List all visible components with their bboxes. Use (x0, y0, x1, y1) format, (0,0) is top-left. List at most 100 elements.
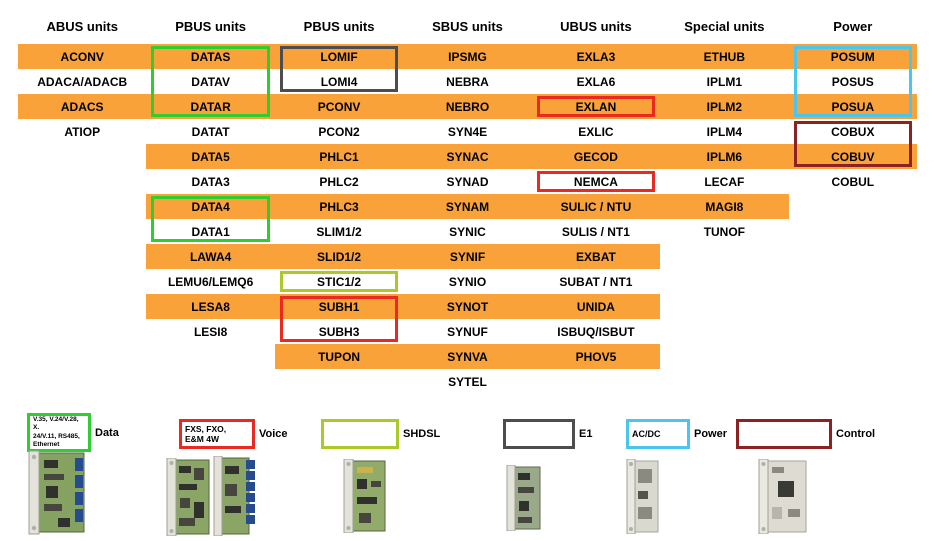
legend-box-power: AC/DC (626, 419, 690, 449)
unit-cell: SLIM1/2 (316, 224, 362, 239)
unit-cell: ACONV (60, 49, 104, 64)
unit-cell: PHLC1 (319, 149, 359, 164)
unit-cell: SYNIC (449, 224, 486, 239)
column-header-1: ABUS units (46, 19, 118, 34)
unit-cell: NEMCA (573, 174, 618, 189)
legend-box-text: E&M 4W (185, 434, 219, 444)
unit-cell: TUNOF (703, 224, 746, 239)
legend-box-voice: FXS, FXO,E&M 4W (179, 419, 255, 449)
unit-cell: EXLA3 (576, 49, 616, 64)
legend-label: E1 (579, 428, 593, 440)
unit-cell: SYNAD (446, 174, 489, 189)
unit-cell: LECAF (704, 174, 745, 189)
column-header-7: Power (833, 19, 873, 34)
unit-cell: ATIOP (64, 124, 101, 139)
unit-cell: PHOV5 (575, 349, 617, 364)
legend-box-control (736, 419, 832, 449)
unit-cell: SYNIO (448, 274, 487, 289)
unit-cell: DATAT (191, 124, 230, 139)
unit-cell: SUBH3 (318, 324, 360, 339)
unit-cell: COBUL (831, 174, 875, 189)
unit-cell: POSUS (831, 74, 874, 89)
unit-cell: DATAR (190, 99, 231, 114)
unit-cell: SYNAC (446, 149, 489, 164)
legend-item-voice: FXS, FXO,E&M 4W Voice (179, 419, 288, 449)
unit-cell: SYNAM (445, 199, 490, 214)
unit-cell: NEBRO (445, 99, 490, 114)
legend-label: Data (95, 426, 119, 439)
unit-cell: COBUV (831, 149, 875, 164)
unit-cell: DATA1 (191, 224, 230, 239)
pcb-photo-e1 (506, 465, 541, 531)
unit-cell: SYNUF (447, 324, 488, 339)
unit-cell: EXLA6 (576, 74, 616, 89)
column-header-4: SBUS units (432, 19, 503, 34)
pcb-photo-voice-1 (166, 458, 210, 536)
unit-cell: LESI8 (193, 324, 228, 339)
unit-cell: MAGI8 (705, 199, 744, 214)
legend-label: Voice (259, 428, 288, 440)
unit-cell: EXBAT (576, 249, 616, 264)
unit-cell: LESA8 (191, 299, 230, 314)
unit-cell: COBUX (831, 124, 875, 139)
unit-cell: EXLAN (575, 99, 617, 114)
unit-cell: IPLM1 (706, 74, 743, 89)
pcb-photo-shdsl (343, 459, 386, 533)
unit-cell: EXLIC (578, 124, 614, 139)
unit-cell: DATAV (191, 74, 230, 89)
legend-item-shdsl: SHDSL (321, 419, 440, 449)
legend-label: Control (836, 428, 876, 440)
unit-cell: SYN4E (447, 124, 488, 139)
unit-cell: PCONV (317, 99, 361, 114)
unit-cell: POSUA (831, 99, 875, 114)
unit-cell: NEBRA (446, 74, 489, 89)
legend-item-e1: E1 (503, 419, 592, 449)
legend-box-text: Ethernet (33, 440, 60, 448)
legend-box-data: V.35, V.24/V.28, X.24/V.11, RS485,Ethern… (27, 413, 91, 452)
unit-cell: UNIDA (576, 299, 615, 314)
unit-cell: LEMU6/LEMQ6 (167, 274, 254, 289)
unit-cell: SYNIF (449, 249, 486, 264)
unit-cell: DATA5 (191, 149, 230, 164)
column-header-3: PBUS units (303, 19, 375, 34)
unit-cell: DATAS (190, 49, 231, 64)
unit-cell: LAWA4 (189, 249, 232, 264)
unit-cell: IPLM2 (706, 99, 743, 114)
orange-row-band (274, 344, 661, 369)
unit-cell: SYNOT (446, 299, 489, 314)
unit-cell: PHLC2 (319, 174, 359, 189)
unit-cell: IPLM6 (706, 149, 743, 164)
pcb-photo-control (758, 459, 807, 534)
unit-cell: DATA4 (191, 199, 230, 214)
unit-cell: SLID1/2 (317, 249, 362, 264)
legend-box-text: AC/DC (632, 428, 661, 439)
unit-cell: GECOD (573, 149, 618, 164)
unit-cell: TUPON (318, 349, 361, 364)
legend-box-e1 (503, 419, 575, 449)
unit-cell: POSUM (830, 49, 875, 64)
pcb-photo-voice-2 (213, 456, 255, 536)
unit-cell: ADACS (60, 99, 104, 114)
unit-cell: STIC1/2 (317, 274, 362, 289)
orange-row-band (146, 294, 661, 319)
legend-item-power: AC/DC Power (626, 419, 727, 449)
unit-cell: LOMIF (320, 49, 358, 64)
orange-row-band (146, 144, 917, 169)
legend-item-control: Control (736, 419, 875, 449)
legend-box-text: 24/V.11, RS485, (33, 432, 80, 440)
pcb-photo-data (28, 450, 85, 535)
unit-cell: ETHUB (703, 49, 746, 64)
legend-label: Power (694, 428, 728, 440)
pcb-photo-power (626, 459, 659, 534)
unit-cell: SYTEL (448, 374, 487, 389)
unit-cell: PCON2 (318, 124, 360, 139)
unit-cell: ISBUQ/ISBUT (557, 324, 635, 339)
legend-box-shdsl (321, 419, 399, 449)
unit-cell: SUBAT / NT1 (559, 274, 633, 289)
legend-box-text: FXS, FXO, (185, 423, 227, 434)
unit-cell: IPSMG (448, 49, 487, 64)
legend-item-data: V.35, V.24/V.28, X.24/V.11, RS485,Ethern… (27, 413, 119, 452)
unit-cell: SYNVA (447, 349, 488, 364)
